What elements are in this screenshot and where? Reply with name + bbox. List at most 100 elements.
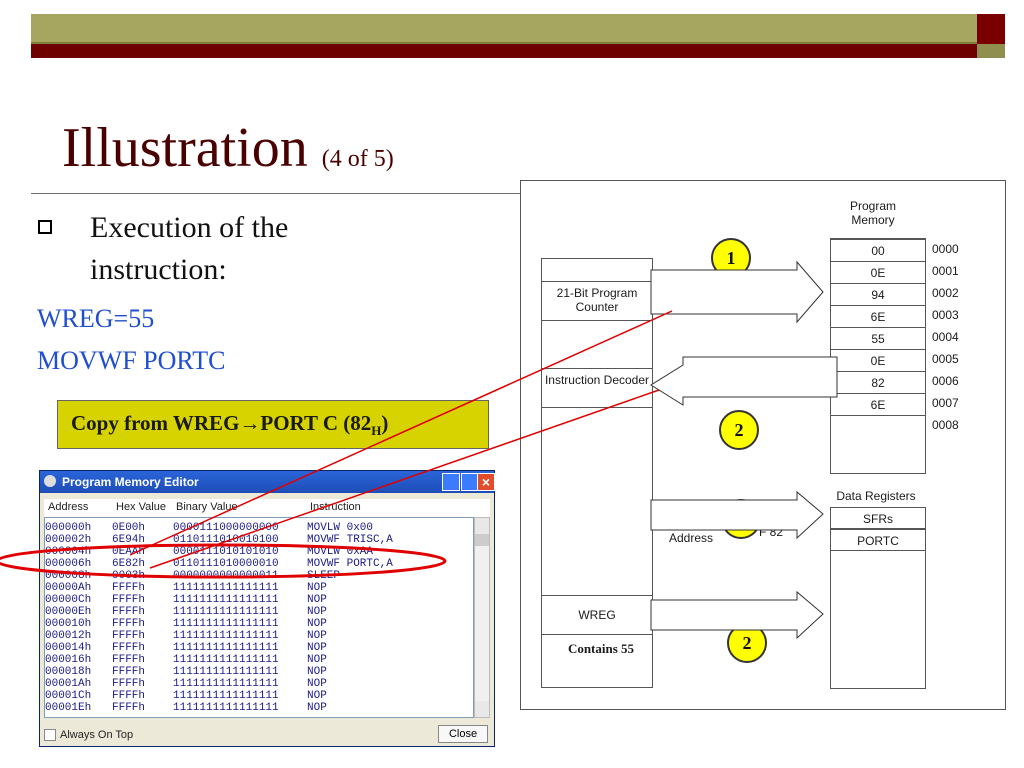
row-hex: 0003h: [112, 570, 146, 582]
checkbox-icon[interactable]: [44, 729, 56, 742]
row-address: 00000Ah: [45, 582, 92, 594]
row-hex: FFFFh: [112, 666, 146, 678]
row-instruction: NOP: [307, 678, 327, 690]
row-hex: FFFFh: [112, 594, 146, 606]
data-bus-label: Instruction Data Bus: [748, 372, 804, 400]
row-hex: FFFFh: [112, 582, 146, 594]
val55-label: 55: [765, 613, 779, 627]
header-instruction: Instruction: [310, 501, 361, 513]
row-hex: FFFFh: [112, 678, 146, 690]
copy-box: Copy from WREG→PORT C (82H): [57, 400, 489, 449]
header-binary: Binary Value: [176, 501, 238, 513]
program-memory-label: Program Memory: [849, 199, 896, 227]
memory-address: 0006: [932, 374, 959, 388]
pc-values: 000006 000007: [670, 285, 712, 313]
portc-cell: PORTC: [830, 529, 926, 551]
row-instruction: NOP: [307, 618, 327, 630]
vertical-scrollbar[interactable]: [474, 517, 490, 718]
row-instruction: NOP: [307, 630, 327, 642]
portc-label: PORTC: [857, 534, 899, 548]
always-on-top-checkbox[interactable]: Always On Top: [44, 729, 134, 742]
row-instruction: MOVLW 0x00: [307, 522, 374, 534]
row-hex: 0E00h: [112, 522, 146, 534]
row-hex: 6E94h: [112, 534, 146, 546]
row-hex: FFFFh: [112, 642, 146, 654]
row-instruction: NOP: [307, 594, 327, 606]
memory-cell: 55: [831, 327, 925, 350]
header-bar: [31, 14, 977, 44]
step-circle-2: 2: [719, 410, 759, 450]
scroll-down-icon[interactable]: [475, 701, 489, 717]
row-hex: FFFFh: [112, 618, 146, 630]
instruction-decoder: Instruction Decoder: [541, 368, 653, 408]
window-title: Program Memory Editor: [62, 475, 199, 489]
memory-address: 0008: [932, 418, 959, 432]
always-on-top-label: Always On Top: [60, 729, 134, 741]
row-address: 000018h: [45, 666, 92, 678]
title-subtitle: (4 of 5): [321, 146, 394, 172]
copy-subscript: H: [371, 423, 382, 439]
column-headers: Address Hex Value Binary Value Instructi…: [44, 499, 490, 518]
memory-address: 0005: [932, 352, 959, 366]
app-icon: [44, 475, 56, 487]
wreg-contains: Contains 55: [567, 641, 635, 656]
row-address: 000016h: [45, 654, 92, 666]
memory-cell: 0E: [831, 349, 925, 372]
row-binary: 1111111111111111: [173, 582, 279, 594]
memory-cell: 94: [831, 283, 925, 306]
row-hex: FFFFh: [112, 690, 146, 702]
row-address: 000000h: [45, 522, 92, 534]
window-titlebar[interactable]: Program Memory Editor ×: [40, 471, 495, 493]
row-binary: 1111111111111111: [173, 630, 279, 642]
row-hex: FFFFh: [112, 606, 146, 618]
scroll-thumb[interactable]: [475, 534, 489, 546]
memory-address: 0004: [932, 330, 959, 344]
row-instruction: MOVWF TRISC,A: [307, 534, 393, 546]
title-underline: [31, 193, 521, 194]
row-instruction: NOP: [307, 582, 327, 594]
addr12-label: 12-Bit Address: [668, 517, 714, 545]
row-binary: 1111111111111111: [173, 690, 279, 702]
row-instruction: NOP: [307, 654, 327, 666]
wreg-box: WREG: [541, 595, 653, 635]
bullet-square-icon: [38, 220, 52, 234]
row-hex: FFFFh: [112, 630, 146, 642]
scroll-up-icon[interactable]: [475, 518, 489, 534]
row-binary: 1111111111111111: [173, 594, 279, 606]
row-binary: 0000111010101010: [173, 546, 279, 558]
memory-cell: 00: [831, 239, 925, 262]
close-icon[interactable]: ×: [477, 473, 495, 491]
row-address: 000012h: [45, 630, 92, 642]
row-binary: 0000000000000011: [173, 570, 279, 582]
row-binary: 1111111111111111: [173, 702, 279, 714]
row-binary: 1111111111111111: [173, 666, 279, 678]
row-hex: FFFFh: [112, 654, 146, 666]
row-instruction: NOP: [307, 642, 327, 654]
minimize-button[interactable]: [442, 473, 460, 491]
table-row[interactable]: 000012h FFFFh 1111111111111111 NOP: [45, 630, 473, 642]
table-row[interactable]: 00000Ah FFFFh 1111111111111111 NOP: [45, 582, 473, 594]
memory-address: 0001: [932, 264, 959, 278]
row-instruction: NOP: [307, 690, 327, 702]
memory-cell: [831, 415, 925, 438]
header-hex: Hex Value: [116, 501, 166, 513]
row-address: 000006h: [45, 558, 92, 570]
address-bus-label: 21-Bit Address Bus: [721, 285, 801, 313]
close-button[interactable]: Close: [438, 725, 488, 743]
